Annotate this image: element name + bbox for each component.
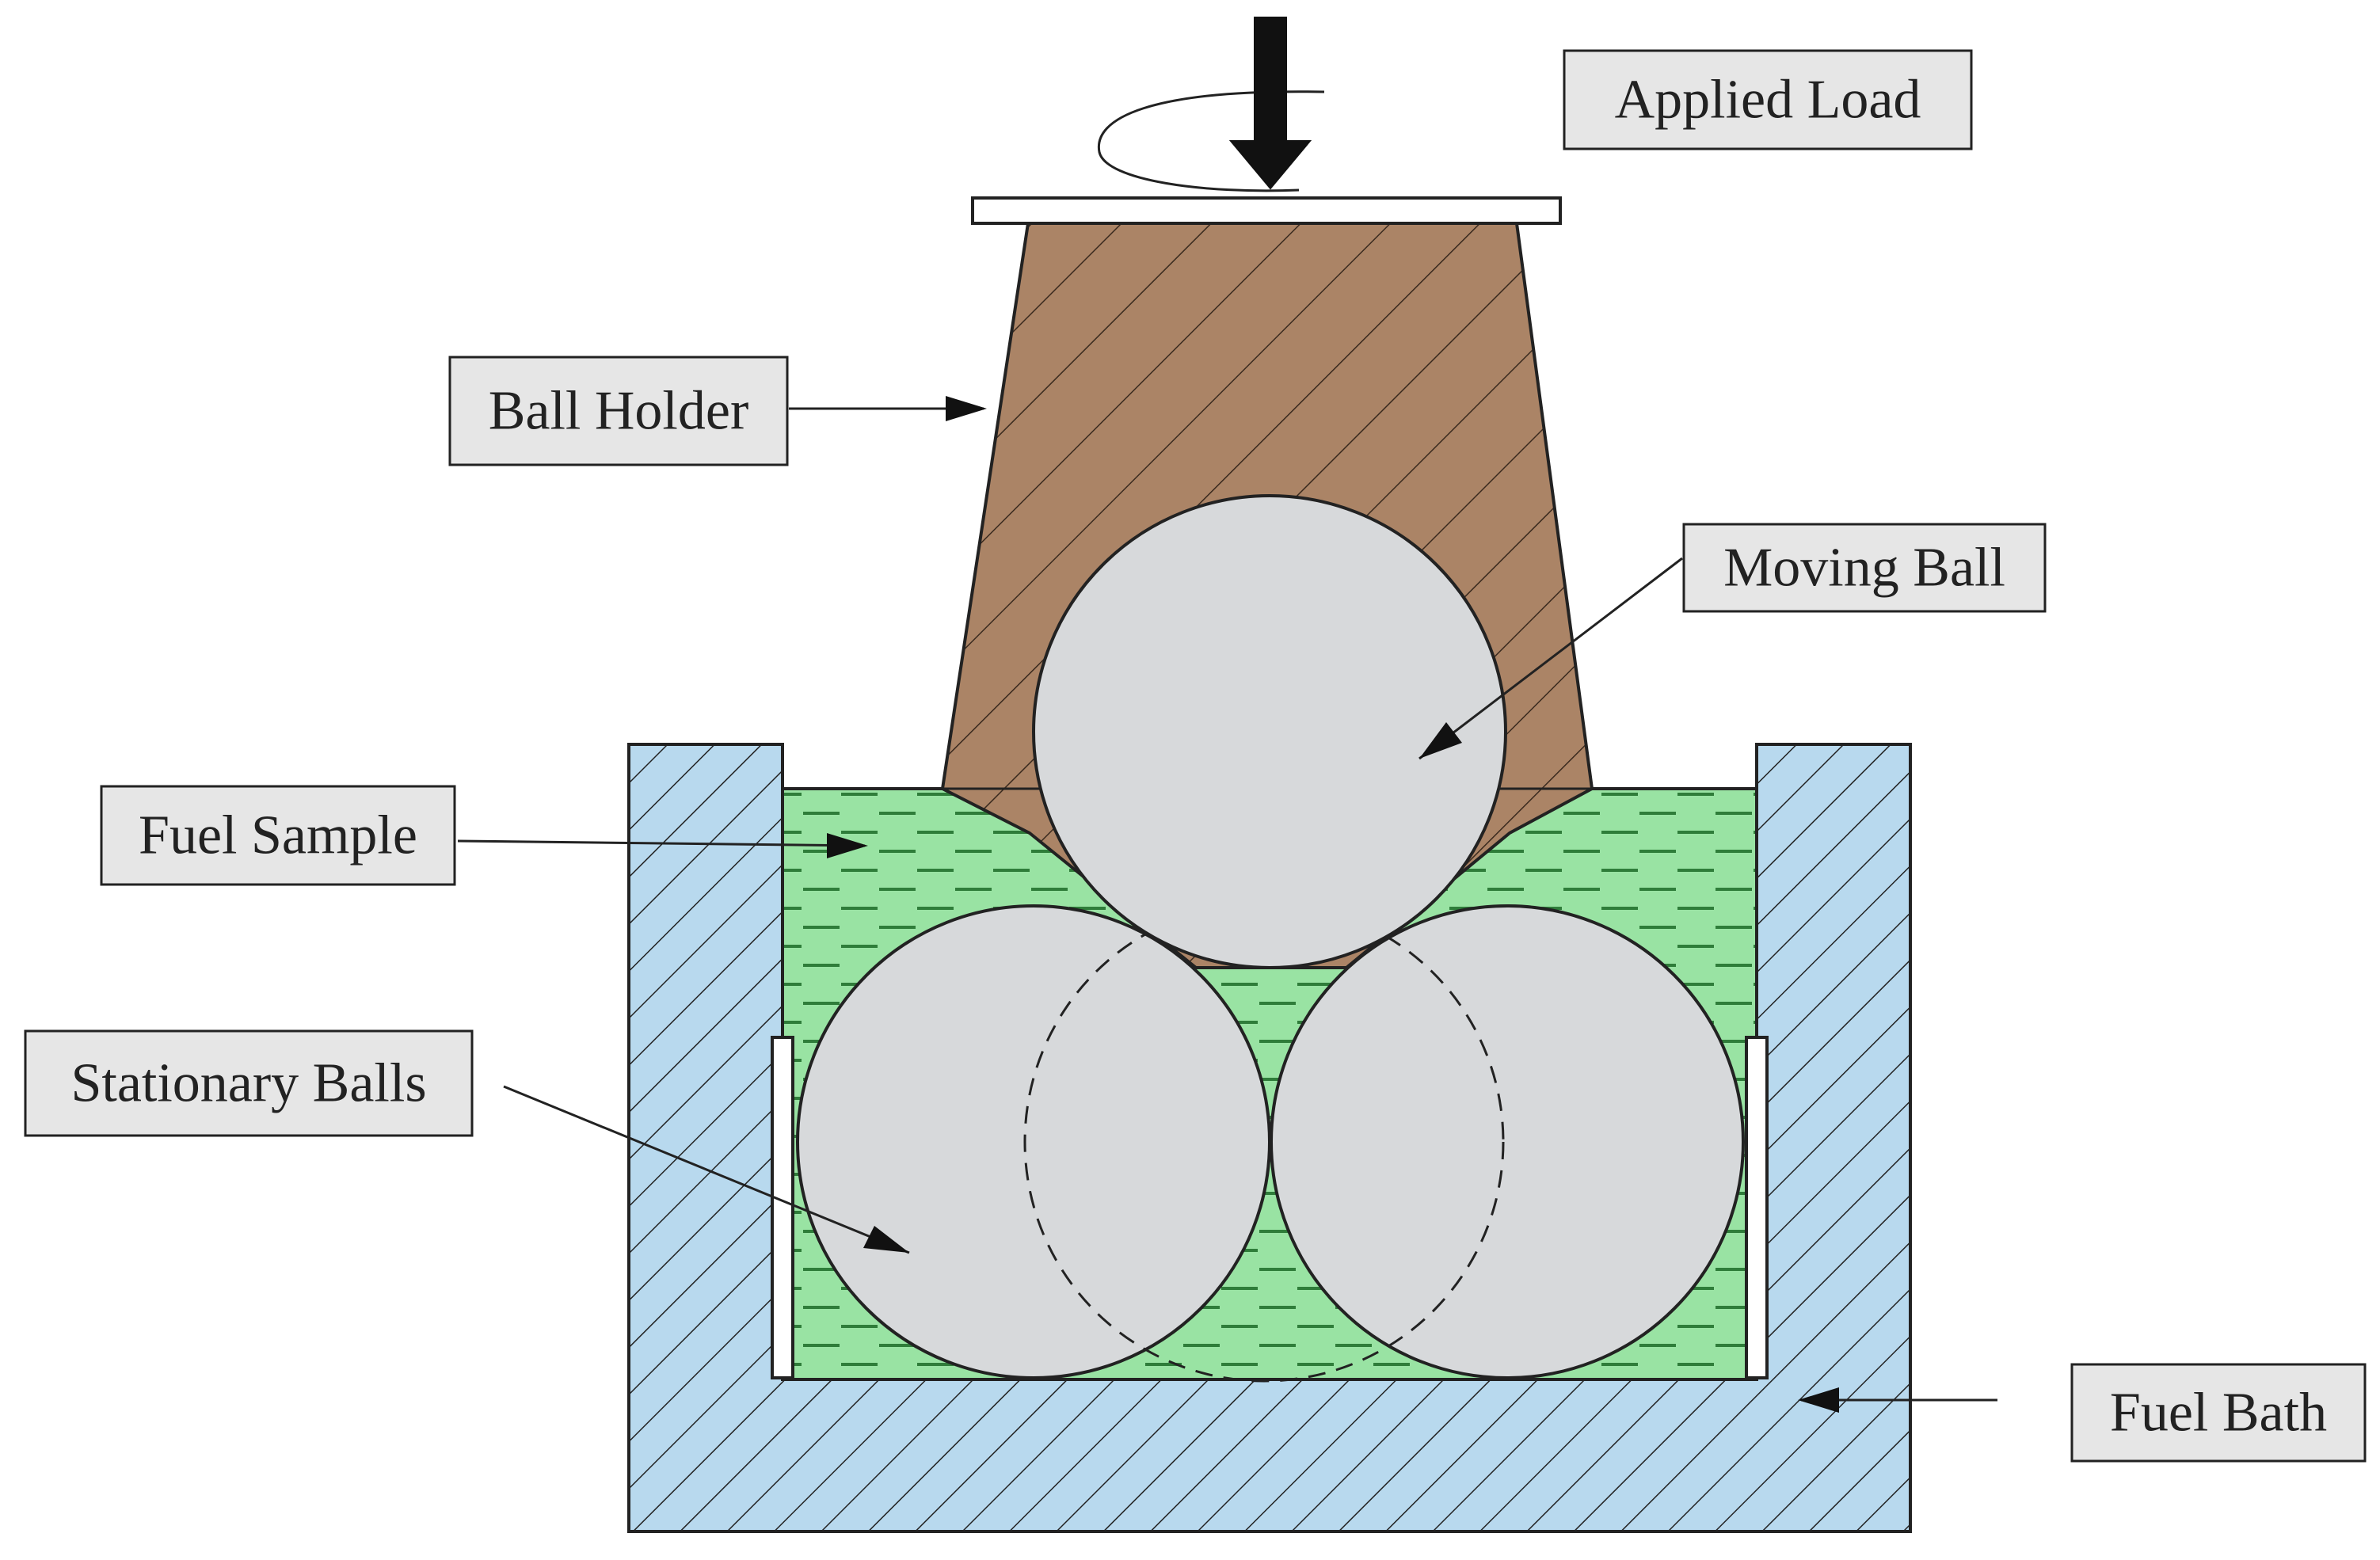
ball-holder-arrowhead bbox=[946, 396, 987, 421]
stationary-ball-right bbox=[1270, 904, 1745, 1379]
applied-load-arrow-icon bbox=[1228, 17, 1312, 190]
fuel-sample-label-text: Fuel Sample bbox=[139, 805, 417, 866]
fuel-sample-arrowhead bbox=[827, 833, 868, 858]
left-retainer-strip bbox=[771, 1036, 794, 1379]
fuel-bath-arrowhead bbox=[1798, 1387, 1839, 1413]
rotation-arrow-icon bbox=[1097, 90, 1325, 192]
right-retainer-strip bbox=[1745, 1036, 1769, 1379]
fuel-bath-label-text: Fuel Bath bbox=[2110, 1383, 2327, 1444]
spindle-plate bbox=[971, 196, 1562, 225]
applied-load-label-text: Applied Load bbox=[1615, 70, 1921, 131]
stationary-balls-arrowhead bbox=[863, 1226, 909, 1253]
moving-ball bbox=[1032, 494, 1507, 969]
stationary-balls-label-text: Stationary Balls bbox=[70, 1053, 426, 1114]
moving-ball-label: Moving Ball bbox=[1682, 523, 2047, 613]
fuel-bath-label: Fuel Bath bbox=[2070, 1363, 2367, 1463]
moving-ball-arrowhead bbox=[1419, 722, 1462, 759]
fuel-sample-label: Fuel Sample bbox=[100, 785, 456, 886]
ball-holder-label-text: Ball Holder bbox=[489, 381, 749, 442]
ball-holder-label: Ball Holder bbox=[448, 356, 789, 466]
stationary-ball-left bbox=[796, 904, 1271, 1379]
stationary-balls-label: Stationary Balls bbox=[24, 1029, 474, 1137]
applied-load-label: Applied Load bbox=[1563, 49, 1973, 150]
moving-ball-label-text: Moving Ball bbox=[1723, 538, 2005, 599]
